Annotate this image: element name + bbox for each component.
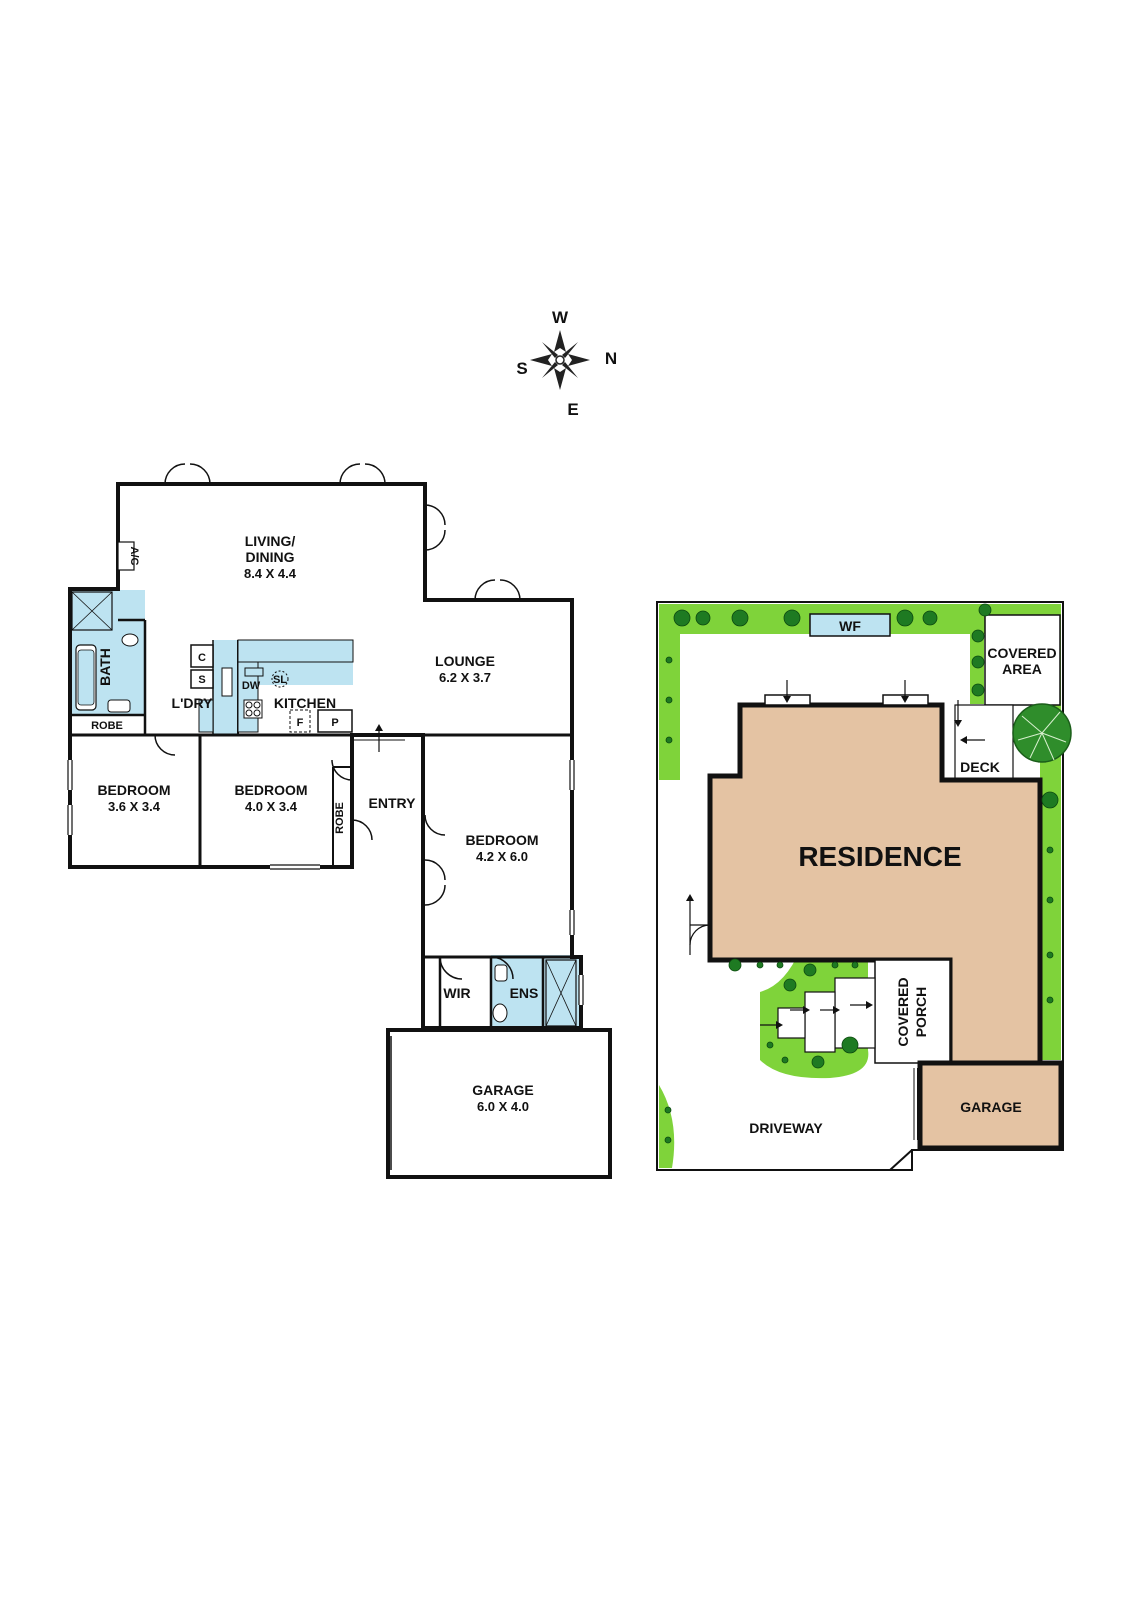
covered-porch-label-2: PORCH: [913, 987, 929, 1038]
living-dining-dims: 8.4 X 4.4: [244, 566, 297, 581]
lounge-label: LOUNGE: [435, 653, 495, 669]
floor-plan: LIVING/ DINING 8.4 X 4.4 A/C BATH L'DRY …: [67, 463, 612, 1179]
laundry-s-label: S: [198, 674, 205, 686]
compass-south: S: [516, 359, 527, 378]
robe-2-label: ROBE: [334, 802, 346, 834]
covered-area-label-1: COVERED: [987, 645, 1056, 661]
garage-dims: 6.0 X 4.0: [477, 1099, 529, 1114]
compass-rose: W N S E: [516, 308, 617, 419]
bath-label: BATH: [97, 648, 113, 686]
shrubs: [664, 603, 1059, 1144]
wf-label: WF: [839, 618, 861, 634]
bedroom-3-label: BEDROOM: [465, 832, 538, 848]
covered-porch-label-1: COVERED: [895, 977, 911, 1046]
laundry-label: L'DRY: [172, 695, 214, 711]
kitchen-label: KITCHEN: [274, 695, 336, 711]
robe-1-label: ROBE: [91, 720, 123, 732]
compass-east: E: [567, 400, 578, 419]
site-garage-label: GARAGE: [960, 1099, 1021, 1115]
ens-label: ENS: [510, 985, 539, 1001]
ac-label: A/C: [128, 547, 140, 566]
entry-label: ENTRY: [369, 795, 417, 811]
garage-label: GARAGE: [472, 1082, 533, 1098]
residence-label: RESIDENCE: [798, 841, 961, 872]
garden-bed-driveway: [659, 1085, 675, 1168]
living-dining-label-2: DINING: [246, 549, 295, 565]
compass-north: N: [605, 349, 617, 368]
deck-label: DECK: [960, 759, 1000, 775]
living-dining-label-1: LIVING/: [245, 533, 296, 549]
kitchen-dw-label: DW: [242, 680, 261, 692]
site-garage: [917, 1060, 1064, 1151]
driveway-label: DRIVEWAY: [749, 1120, 823, 1136]
floor-plan-outline: [68, 482, 583, 1030]
bedroom-2-label: BEDROOM: [234, 782, 307, 798]
bedroom-1-dims: 3.6 X 3.4: [108, 799, 161, 814]
garage-outline: [386, 1028, 612, 1179]
bedroom-3-dims: 4.2 X 6.0: [476, 849, 528, 864]
laundry-c-label: C: [198, 652, 206, 664]
kitchen-sl-label: SL: [273, 674, 287, 686]
kitchen-p-label: P: [331, 717, 338, 729]
covered-area-label-2: AREA: [1002, 661, 1042, 677]
kitchen-f-label: F: [297, 717, 304, 729]
bedroom-1-label: BEDROOM: [97, 782, 170, 798]
bedroom-2-dims: 4.0 X 3.4: [245, 799, 298, 814]
site-plan: WF COVERED AREA DECK RESIDENCE COVERED P…: [656, 601, 1072, 1171]
garden-strip-east: [1040, 770, 1061, 1060]
lounge-dims: 6.2 X 3.7: [439, 670, 491, 685]
compass-west: W: [552, 308, 569, 327]
wir-label: WIR: [443, 985, 470, 1001]
